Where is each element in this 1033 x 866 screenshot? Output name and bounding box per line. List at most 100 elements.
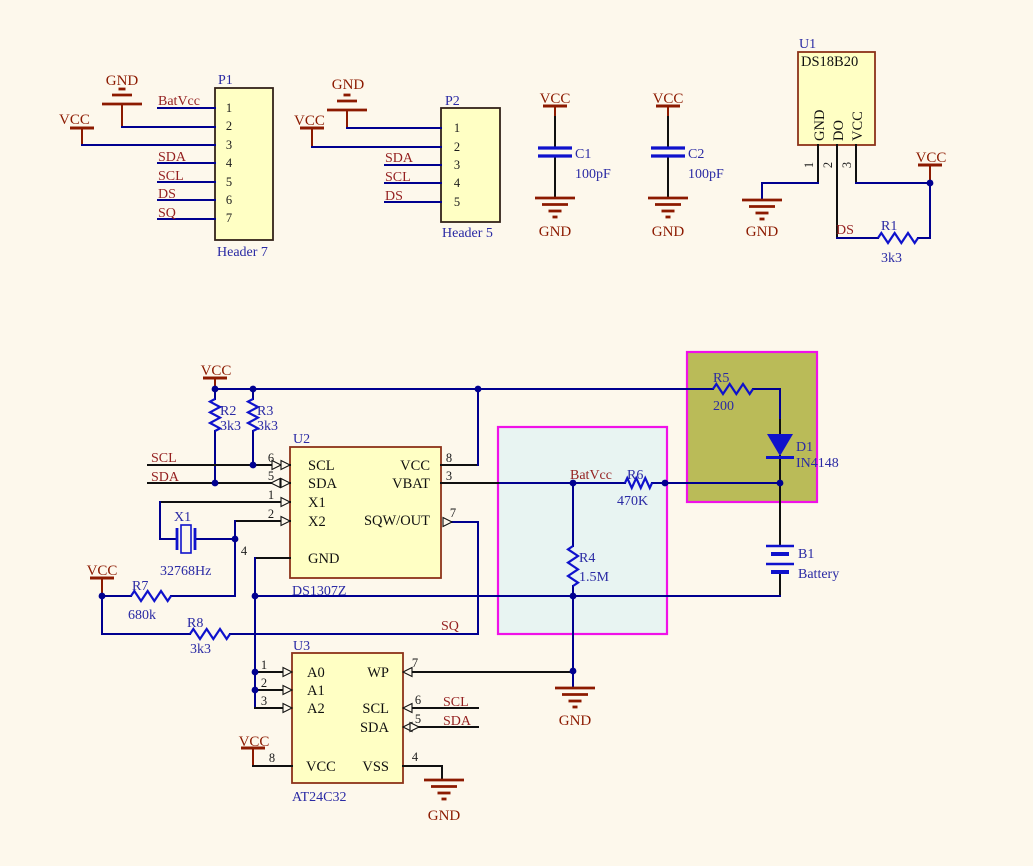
- des-c1: C1: [575, 147, 591, 162]
- u2-pin-sda: SDA: [308, 476, 338, 492]
- p2-pin5-num: 5: [454, 195, 460, 209]
- u1-pin3-num: 3: [840, 162, 854, 168]
- u1-pin2-num: 2: [821, 162, 835, 168]
- pin-arrow-right-9: [282, 684, 294, 696]
- p2-pin2-num: 2: [454, 140, 460, 154]
- resistor-r2: [207, 398, 223, 432]
- u3-pin-sda: SDA: [360, 720, 390, 736]
- des-r3-value: 3k3: [257, 419, 278, 434]
- label-vcc-u2: VCC: [201, 363, 232, 379]
- gnd-symbol-c2: [648, 196, 688, 219]
- gnd-symbol-u3: [424, 778, 464, 801]
- u3-pin1-num: 1: [261, 658, 267, 672]
- des-u2-value: DS1307Z: [292, 584, 346, 599]
- p1-pin2-num: 2: [226, 119, 232, 133]
- des-u1: U1: [799, 37, 816, 52]
- label-gnd-p2: GND: [332, 77, 365, 93]
- u3-pin-a2: A2: [307, 701, 325, 717]
- des-c2-value: 100pF: [688, 167, 724, 182]
- resistor-r3: [245, 398, 261, 432]
- u3-pin3-num: 3: [261, 694, 267, 708]
- p1-pin7-num: 7: [226, 211, 232, 225]
- charge-circuit-highlight: [685, 350, 819, 504]
- gnd-symbol-c1: [535, 196, 575, 219]
- u1-part-name: DS18B20: [801, 54, 858, 70]
- p1-pin6-num: 6: [226, 193, 232, 207]
- des-r4: R4: [579, 551, 595, 566]
- pin-arrow-right-7: [442, 516, 454, 528]
- des-r4-value: 1.5M: [579, 570, 610, 585]
- connector-p1-body: [214, 87, 274, 241]
- des-c1-value: 100pF: [575, 167, 611, 182]
- junction-dot-11: [661, 479, 669, 487]
- label-gnd-mid: GND: [559, 713, 592, 729]
- u3-pin2-num: 2: [261, 676, 267, 690]
- net-batvcc-p1: BatVcc: [158, 94, 200, 109]
- des-d1-value: IN4148: [796, 456, 839, 471]
- battery-b1: [766, 544, 794, 574]
- des-r8: R8: [187, 616, 203, 631]
- net-ds-p2: DS: [385, 189, 403, 204]
- label-vcc-u1: VCC: [916, 150, 947, 166]
- label-gnd-u3: GND: [428, 808, 461, 824]
- junction-dot-10: [569, 479, 577, 487]
- ic-u3-at24c32-body: [291, 652, 404, 784]
- pin-arrow-right-5: [280, 496, 292, 508]
- des-x1: X1: [174, 510, 191, 525]
- u3-pin-wp: WP: [367, 665, 389, 681]
- des-p2-value: Header 5: [442, 226, 493, 241]
- gnd-symbol-mid: [555, 686, 595, 709]
- des-r1: R1: [881, 219, 897, 234]
- resistor-r6: [623, 475, 654, 491]
- diode-triangle: [767, 434, 793, 456]
- des-r5: R5: [713, 371, 729, 386]
- p1-pin1-num: 1: [226, 101, 232, 115]
- net-scl-p1: SCL: [158, 169, 184, 184]
- u2-pin3-num: 3: [446, 469, 452, 483]
- u2-pin6-num: 6: [268, 451, 274, 465]
- p2-pin3-num: 3: [454, 158, 460, 172]
- u2-pin5-num: 5: [268, 469, 274, 483]
- resistor-r7: [130, 589, 172, 603]
- pin-arrow-right-10: [282, 702, 294, 714]
- u2-pin-vcc: VCC: [400, 458, 430, 474]
- label-vcc-p2: VCC: [294, 113, 325, 129]
- p2-pin1-num: 1: [454, 121, 460, 135]
- des-u3: U3: [293, 639, 310, 654]
- des-r8-value: 3k3: [190, 642, 211, 657]
- u3-pin-scl: SCL: [362, 701, 389, 717]
- u3-pin5-num: 5: [415, 712, 421, 726]
- junction-dot-15: [251, 668, 259, 676]
- capacitor-c2: [651, 146, 685, 158]
- junction-dot-16: [251, 686, 259, 694]
- u3-pin-a1: A1: [307, 683, 325, 699]
- u1-gnd-wire: [761, 182, 819, 201]
- net-sda-p2: SDA: [385, 151, 414, 166]
- label-gnd-p1: GND: [106, 73, 139, 89]
- net-sq-p1: SQ: [158, 206, 176, 221]
- r8-drop-wire: [101, 595, 191, 635]
- des-r5-value: 200: [713, 399, 734, 414]
- des-u2: U2: [293, 432, 310, 447]
- des-r7: R7: [132, 579, 148, 594]
- des-p2: P2: [445, 94, 460, 109]
- junction-dot-1: [926, 179, 934, 187]
- u3-pin7-num: 7: [412, 656, 418, 670]
- capacitor-c1: [538, 146, 572, 158]
- gnd-symbol-p2: [327, 93, 367, 112]
- junction-dot-9: [251, 592, 259, 600]
- des-u3-value: AT24C32: [292, 790, 346, 805]
- des-x1-value: 32768Hz: [160, 564, 211, 579]
- u2-pin-sqwout: SQW/OUT: [364, 513, 430, 529]
- u3-pin-vss: VSS: [362, 759, 389, 775]
- des-r1-value: 3k3: [881, 251, 902, 266]
- gnd-symbol-p1: [102, 87, 142, 106]
- crystal-body: [180, 524, 192, 554]
- net-ds-u1: DS: [836, 223, 854, 238]
- net-scl-u3: SCL: [443, 695, 469, 710]
- pin-arrow-left-11: [401, 666, 413, 678]
- junction-dot-12: [776, 479, 784, 487]
- u3-vss-wire: [402, 765, 443, 781]
